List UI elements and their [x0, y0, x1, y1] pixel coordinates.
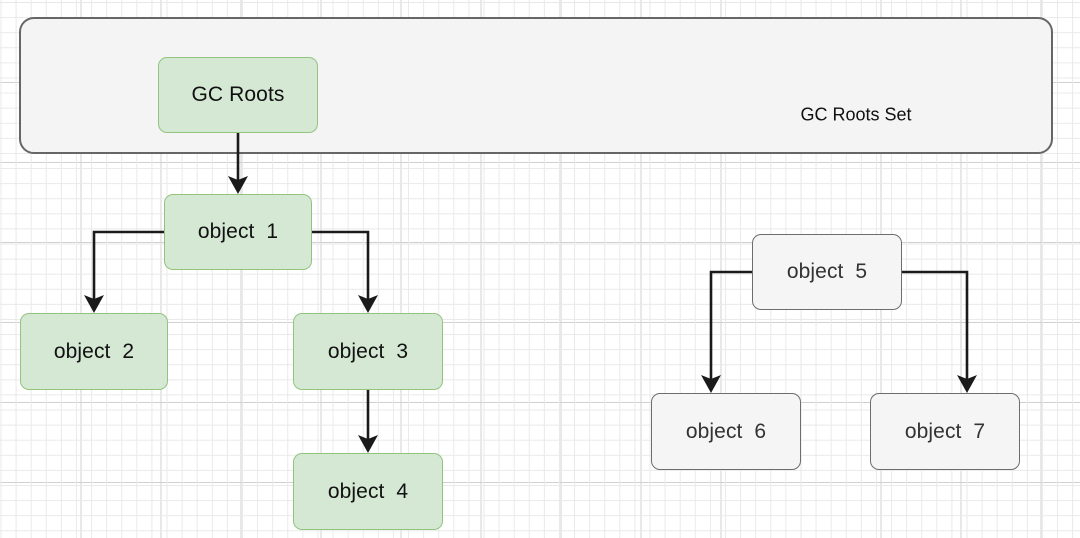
node-gc-roots[interactable]: GC Roots — [158, 57, 318, 133]
node-object-2-label: object 2 — [53, 339, 135, 363]
arrowhead-object3 — [358, 295, 378, 313]
edge-object1-object2 — [92, 230, 164, 301]
node-object-4-label: object 4 — [327, 479, 409, 503]
arrowhead-object7 — [957, 375, 977, 393]
node-object-5-label: object 5 — [786, 260, 868, 283]
node-object-1[interactable]: object 1 — [164, 194, 312, 270]
edge-object5-object6 — [709, 270, 752, 381]
node-object-4[interactable]: object 4 — [293, 453, 443, 530]
node-object-5[interactable]: object 5 — [752, 234, 902, 310]
arrowhead-object4 — [358, 435, 378, 453]
node-object-7[interactable]: object 7 — [870, 393, 1020, 470]
node-gc-roots-label: GC Roots — [191, 83, 285, 106]
node-object-6-label: object 6 — [685, 419, 767, 443]
arrowhead-object2 — [84, 295, 104, 313]
node-object-3[interactable]: object 3 — [293, 313, 443, 390]
arrowhead-object6 — [701, 375, 721, 393]
node-object-1-label: object 1 — [197, 220, 279, 243]
node-object-2[interactable]: object 2 — [20, 313, 168, 390]
node-object-6[interactable]: object 6 — [651, 393, 801, 470]
arrowhead-object1 — [228, 176, 248, 194]
node-object-7-label: object 7 — [904, 419, 986, 443]
edge-object5-object7 — [902, 270, 969, 381]
node-object-3-label: object 3 — [327, 339, 409, 363]
gc-roots-set-label: GC Roots Set — [800, 104, 912, 125]
edge-object1-object3 — [312, 230, 370, 301]
